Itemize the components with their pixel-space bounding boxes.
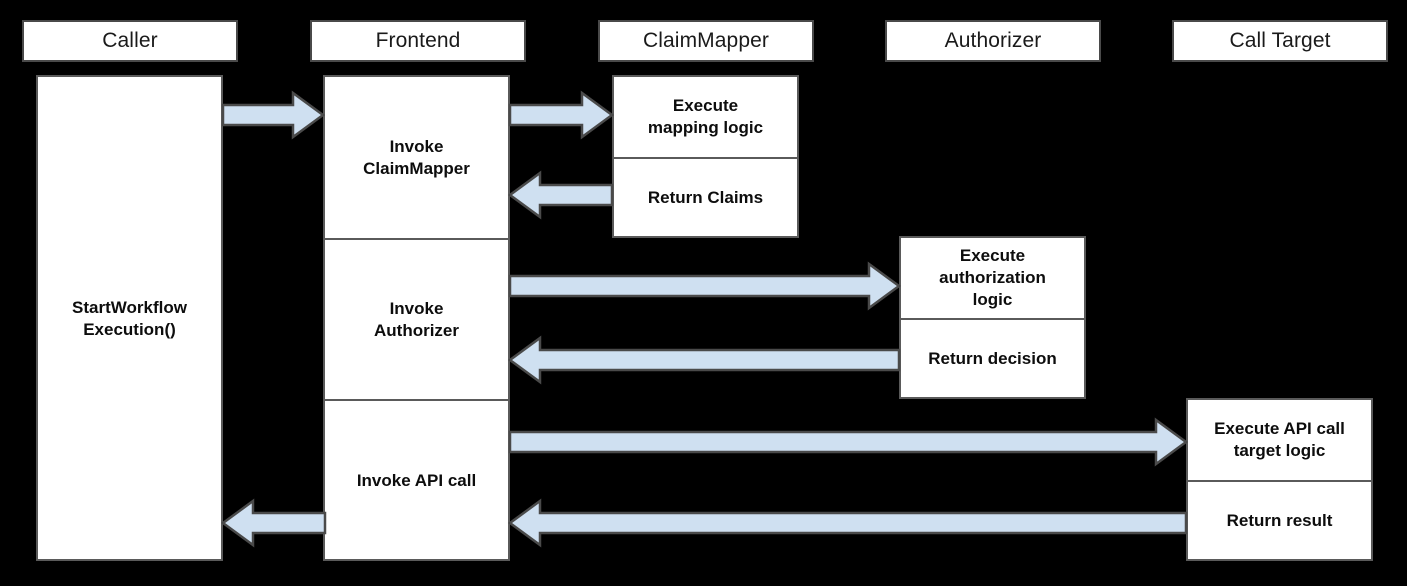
message-arrow-claimmapper-to-frontend[interactable]	[507, 170, 614, 220]
activation-segment-invoke-api-call: Invoke API call	[325, 399, 508, 561]
lifeline-header-label: Caller	[102, 29, 158, 52]
lifeline-header-calltarget[interactable]: Call Target	[1172, 20, 1388, 62]
lifeline-header-frontend[interactable]: Frontend	[310, 20, 526, 62]
lifeline-header-label: Call Target	[1229, 29, 1331, 52]
message-arrow-frontend-to-calltarget[interactable]	[508, 417, 1189, 467]
activation-segment-return-result: Return result	[1188, 480, 1371, 559]
message-arrow-frontend-to-claimmapper[interactable]	[508, 90, 615, 140]
activation-segment-return-decision: Return decision	[901, 318, 1084, 397]
lifeline-header-caller[interactable]: Caller	[22, 20, 238, 62]
message-arrow-frontend-to-authorizer[interactable]	[508, 261, 902, 311]
message-arrow-authorizer-to-frontend[interactable]	[507, 335, 901, 385]
lifeline-header-label: Authorizer	[944, 29, 1042, 52]
lifeline-header-label: ClaimMapper	[643, 29, 769, 52]
message-arrow-caller-to-frontend[interactable]	[221, 90, 326, 140]
lifeline-header-claimmapper[interactable]: ClaimMapper	[598, 20, 814, 62]
lifeline-header-authorizer[interactable]: Authorizer	[885, 20, 1101, 62]
activation-segment-return-claims: Return Claims	[614, 157, 797, 236]
message-arrow-frontend-to-caller[interactable]	[220, 498, 327, 548]
message-arrow-calltarget-to-frontend[interactable]	[507, 498, 1188, 548]
lifeline-header-label: Frontend	[375, 29, 461, 52]
